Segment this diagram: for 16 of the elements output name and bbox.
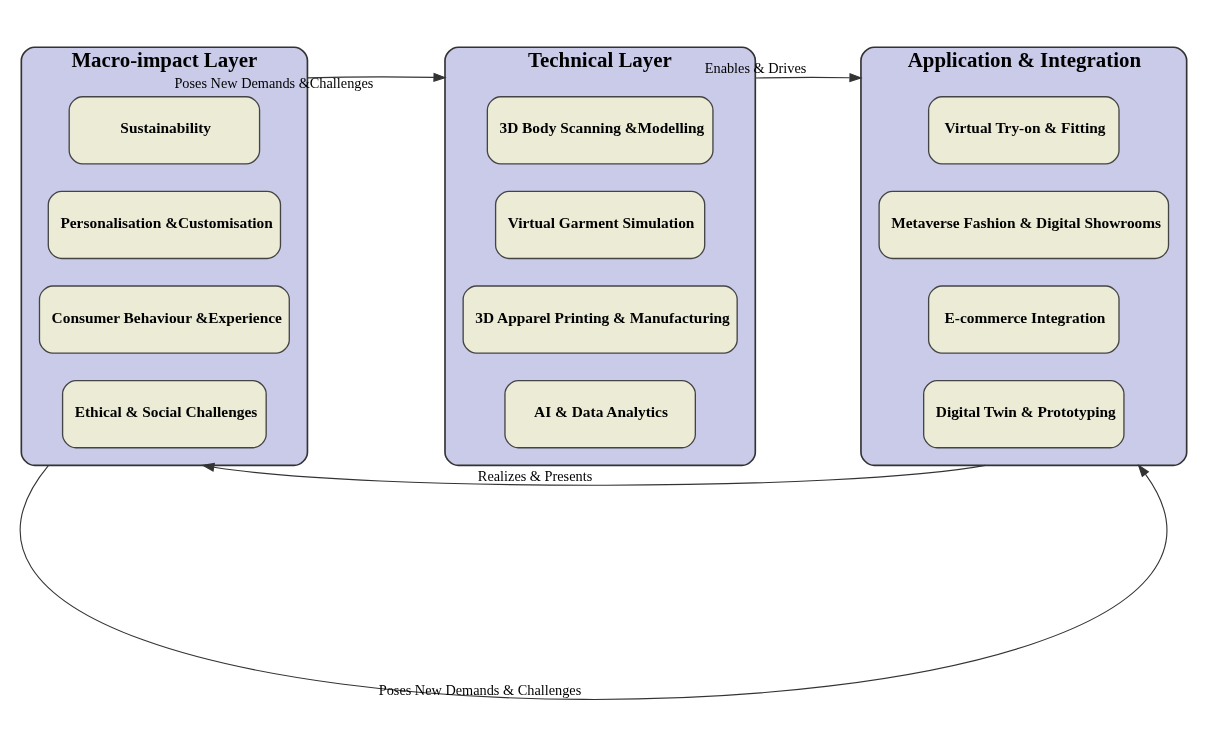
- edge-label: Realizes & Presents: [477, 467, 593, 484]
- node-box: 3D Body Scanning &Modelling: [486, 95, 714, 164]
- node-box: Sustainability: [68, 95, 261, 164]
- node-box: Virtual Try-on & Fitting: [927, 95, 1120, 164]
- node-box: Metaverse Fashion & Digital Showrooms: [878, 190, 1170, 259]
- arrow: [754, 72, 863, 82]
- arrow: [201, 462, 986, 486]
- arrow: [19, 463, 1167, 700]
- node-box: Personalisation &Customisation: [47, 190, 282, 259]
- node-box: Ethical & Social Challenges: [61, 379, 267, 448]
- node-box: Digital Twin & Prototyping: [923, 379, 1125, 448]
- node-box: AI & Data Analytics: [504, 379, 696, 448]
- node-box: E-commerce Integration: [927, 284, 1120, 354]
- node-box: 3D Apparel Printing & Manufacturing: [462, 284, 738, 354]
- node-box: Virtual Garment Simulation: [494, 190, 706, 259]
- node-box: Consumer Behaviour &Experience: [38, 284, 290, 354]
